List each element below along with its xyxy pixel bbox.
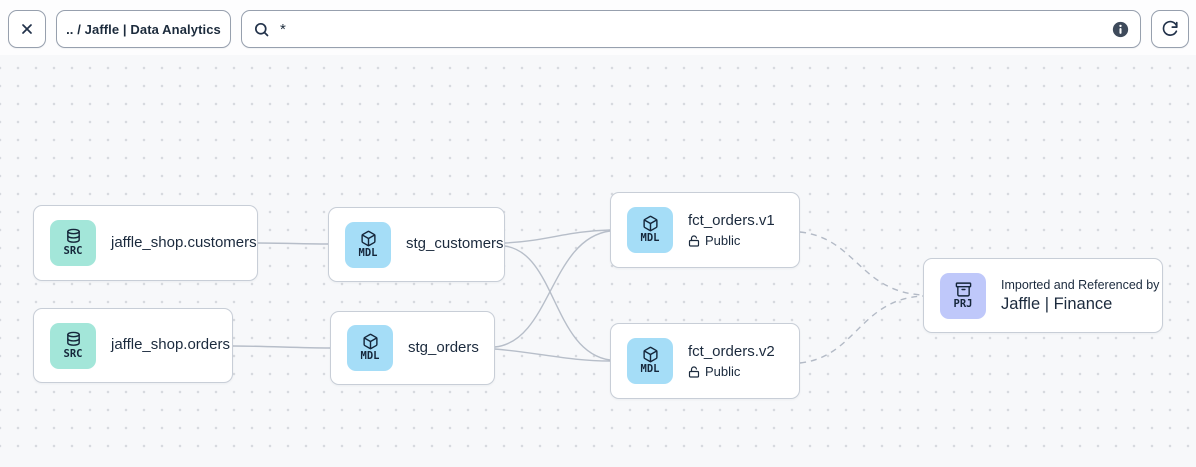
model-badge: MDL	[347, 325, 393, 371]
access-label: Public	[705, 233, 741, 249]
badge-label: PRJ	[953, 297, 973, 310]
breadcrumb[interactable]: .. / Jaffle | Data Analytics	[56, 10, 231, 48]
project-name: Jaffle | Finance	[1001, 295, 1113, 314]
toolbar: .. / Jaffle | Data Analytics	[0, 0, 1196, 55]
model-badge: MDL	[627, 338, 673, 384]
badge-label: SRC	[63, 245, 83, 258]
close-button[interactable]	[8, 10, 46, 48]
node-source-customers[interactable]: SRC jaffle_shop.customers	[33, 205, 258, 281]
archive-icon	[955, 282, 971, 297]
node-title: jaffle_shop.orders	[111, 336, 230, 354]
node-fct-orders-v2[interactable]: MDL fct_orders.v2 Public	[610, 323, 800, 399]
badge-label: MDL	[360, 350, 380, 363]
database-icon	[66, 331, 80, 346]
search-input[interactable]	[280, 20, 1102, 38]
refresh-button[interactable]	[1151, 10, 1189, 48]
model-badge: MDL	[345, 221, 391, 268]
unlock-icon	[688, 235, 700, 247]
cube-icon	[360, 230, 376, 247]
close-icon	[22, 24, 32, 34]
model-badge: MDL	[627, 207, 673, 253]
node-stg-orders[interactable]: MDL stg_orders	[330, 311, 495, 385]
node-title: jaffle_shop.customers	[111, 233, 257, 251]
node-title: fct_orders.v2	[688, 342, 775, 360]
access-label: Public	[705, 364, 741, 380]
project-subtitle: Imported and Referenced by	[1001, 277, 1160, 292]
badge-label: SRC	[63, 347, 83, 360]
source-badge: SRC	[50, 322, 96, 369]
badge-label: MDL	[640, 363, 660, 376]
refresh-icon	[1162, 20, 1178, 36]
node-source-orders[interactable]: SRC jaffle_shop.orders	[33, 308, 233, 383]
cube-icon	[642, 346, 658, 363]
node-title: fct_orders.v1	[688, 211, 775, 229]
access-row: Public	[688, 233, 775, 248]
node-stg-customers[interactable]: MDL stg_customers	[328, 207, 505, 282]
node-project-jaffle-finance[interactable]: PRJ Imported and Referenced by Jaffle | …	[923, 258, 1163, 333]
cube-icon	[642, 215, 658, 232]
node-title: stg_orders	[408, 338, 479, 356]
info-icon[interactable]	[1112, 21, 1129, 38]
unlock-icon	[688, 366, 700, 378]
access-row: Public	[688, 364, 775, 379]
badge-label: MDL	[358, 246, 378, 259]
search-icon	[254, 22, 269, 36]
node-fct-orders-v1[interactable]: MDL fct_orders.v1 Public	[610, 192, 800, 268]
badge-label: MDL	[640, 232, 660, 245]
database-icon	[66, 228, 80, 244]
cube-icon	[362, 333, 378, 350]
breadcrumb-label: .. / Jaffle | Data Analytics	[66, 21, 221, 37]
source-badge: SRC	[50, 220, 96, 266]
node-title: stg_customers	[406, 235, 504, 253]
project-badge: PRJ	[940, 272, 986, 319]
search-bar[interactable]	[241, 10, 1141, 48]
